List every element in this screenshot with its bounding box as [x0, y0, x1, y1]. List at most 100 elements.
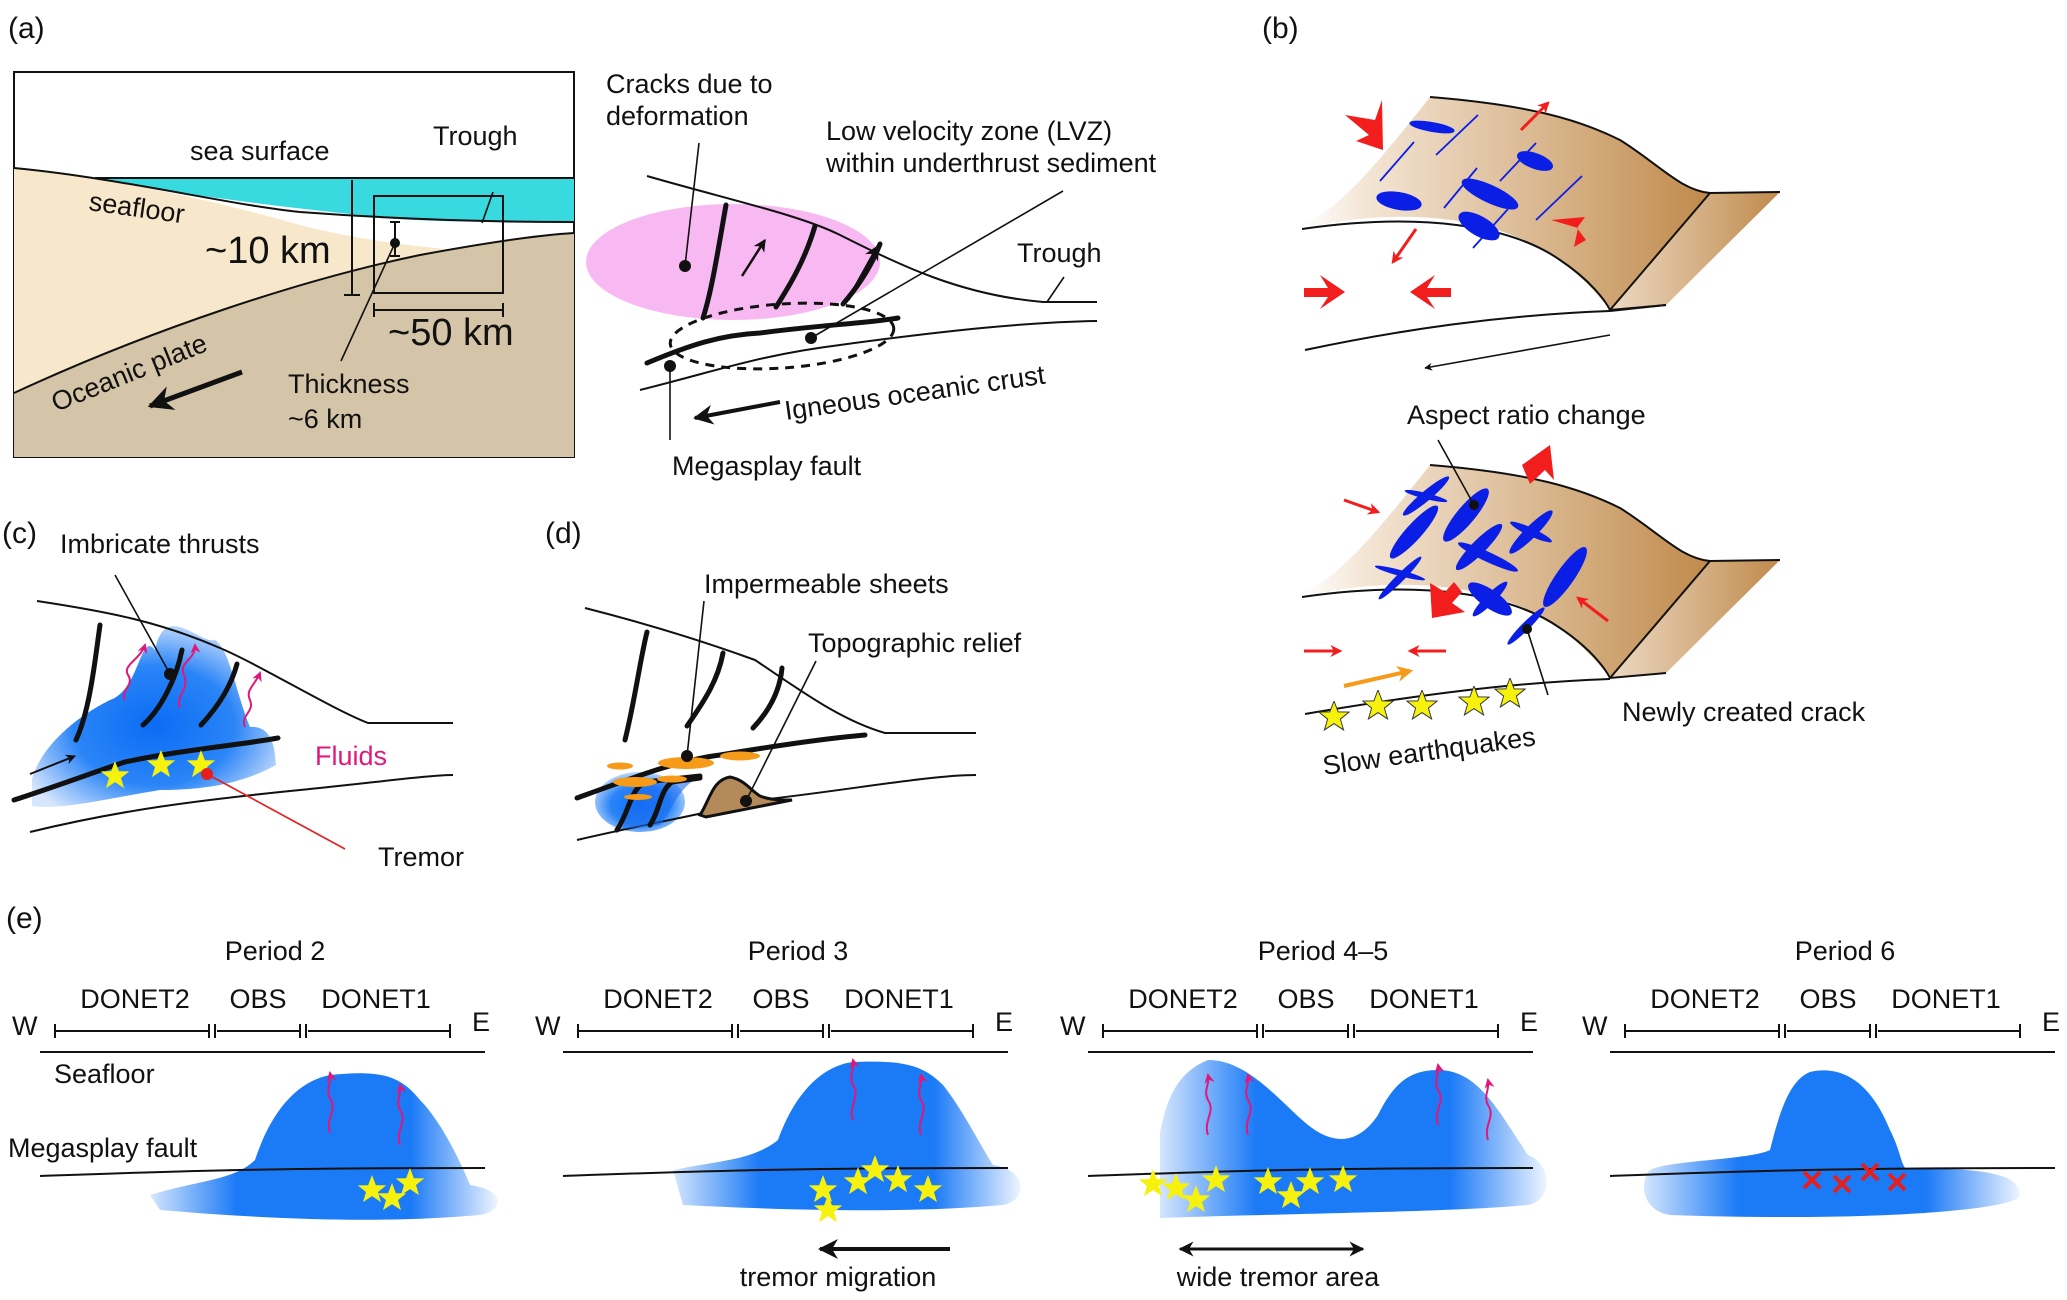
imbricate-label: Imbricate thrusts — [60, 529, 260, 559]
megasplay-fault-line — [39, 1167, 486, 1177]
east-label: E — [2042, 1007, 2060, 1037]
panel-label-c: (c) — [2, 517, 37, 550]
plate-boundary-line — [13, 232, 575, 394]
megasplay-fault — [644, 315, 901, 366]
depth-bar — [344, 180, 360, 296]
slow-earthquakes-label: Slow earthquakes — [1321, 721, 1538, 781]
station-label-obs: OBS — [752, 984, 809, 1014]
fluid-arrow — [1434, 1063, 1445, 1126]
station-label-obs: OBS — [1277, 984, 1334, 1014]
trough-leader-right — [1046, 276, 1065, 303]
trough-leader — [481, 191, 494, 224]
thickness-label: Thickness — [288, 369, 410, 399]
station-scale-bar — [1102, 1024, 1499, 1038]
trough-label: Trough — [433, 121, 518, 151]
station-scale-bar — [54, 1024, 451, 1038]
sea-surface-label: sea surface — [190, 136, 330, 166]
panel-b: (b) — [1262, 12, 1866, 781]
crust-label: Igneous oceanic crust — [783, 360, 1048, 426]
period-title: Period 3 — [748, 936, 849, 966]
period-caption: wide tremor area — [1176, 1262, 1381, 1292]
trough-label-right: Trough — [1017, 238, 1102, 268]
width-bar — [373, 303, 504, 317]
panel-a-lvz: Cracks due to deformation Low velocity z… — [586, 69, 1157, 481]
station-label-donet2: DONET2 — [603, 984, 713, 1014]
block-lower — [1301, 439, 1781, 731]
fluid-arrow — [1244, 1073, 1255, 1136]
fluid-zone — [673, 1061, 1021, 1211]
west-label: W — [535, 1011, 561, 1041]
thickness-leader — [340, 242, 396, 362]
seafloor-line — [584, 607, 976, 734]
cracks-label-2: deformation — [606, 101, 749, 131]
panel-c: (c) Imbricate thrusts Fluids Tremor — [2, 517, 464, 872]
plate-motion-arrow — [147, 369, 243, 410]
station-label-obs: OBS — [229, 984, 286, 1014]
panel-d: (d) Impermeable sheets Topographic relie… — [545, 517, 1022, 841]
thrust-1 — [73, 622, 103, 743]
crack-2 — [773, 223, 818, 310]
stress-arrows-upper — [1304, 100, 1586, 309]
crack-arrow-2 — [846, 244, 880, 301]
fluid-arrow — [326, 1071, 337, 1134]
station-scale-bar — [577, 1024, 974, 1038]
depth-label: ~10 km — [205, 230, 331, 272]
study-area-box — [373, 195, 504, 294]
station-label-donet1: DONET1 — [321, 984, 431, 1014]
tremor-cross — [1860, 1162, 1880, 1182]
crack-arrow-1 — [740, 238, 767, 277]
panel-label-d: (d) — [545, 517, 582, 550]
width-label: ~50 km — [388, 312, 514, 354]
seafloor-line — [36, 600, 453, 724]
period-caption: tremor migration — [740, 1262, 937, 1292]
thrust-motion-arrow — [29, 754, 76, 775]
period-title: Period 4–5 — [1258, 936, 1389, 966]
lvz-ellipse — [668, 301, 896, 371]
east-label: E — [995, 1007, 1013, 1037]
station-scale-bar — [1624, 1024, 2021, 1038]
station-label-donet1: DONET1 — [1891, 984, 2001, 1014]
thrust-3 — [198, 661, 240, 728]
panel-label-a: (a) — [8, 12, 45, 45]
crust-motion-arrow — [693, 400, 781, 425]
tremor-cross — [1832, 1174, 1852, 1194]
seafloor-line — [13, 167, 575, 223]
seafloor-label: Seafloor — [54, 1059, 155, 1089]
tremor-label: Tremor — [378, 842, 464, 872]
megasplay-fault-line — [562, 1167, 1009, 1177]
fluids-label: Fluids — [315, 741, 387, 771]
thrust-2 — [140, 647, 185, 728]
period-title: Period 2 — [225, 936, 326, 966]
new-crack-label: Newly created crack — [1622, 697, 1866, 727]
station-label-donet2: DONET2 — [1650, 984, 1760, 1014]
impermeable-label: Impermeable sheets — [704, 569, 949, 599]
relief-label: Topographic relief — [808, 628, 1022, 658]
lvz-label-1: Low velocity zone (LVZ) — [826, 116, 1112, 146]
panel-label-b: (b) — [1262, 12, 1299, 45]
east-label: E — [1520, 1007, 1538, 1037]
megasplay-label: Megasplay fault — [672, 451, 862, 481]
station-label-donet2: DONET2 — [1128, 984, 1238, 1014]
lvz-leader — [810, 190, 1064, 339]
fluid-arrows — [122, 643, 262, 728]
panel-label-e: (e) — [6, 902, 43, 935]
west-label: W — [12, 1011, 38, 1041]
cracks-label-1: Cracks due to — [606, 69, 773, 99]
crust-top — [639, 320, 1098, 391]
impermeable-sheets — [607, 751, 760, 800]
tremor-cross — [1887, 1172, 1907, 1192]
block-upper — [1301, 96, 1781, 371]
east-label: E — [472, 1007, 490, 1037]
fluid-arrow — [396, 1083, 407, 1146]
aspect-ratio-label: Aspect ratio change — [1407, 400, 1646, 430]
fluid-arrow — [917, 1073, 928, 1136]
crust-top — [29, 774, 454, 833]
seafloor-upper — [646, 175, 1097, 303]
panel-a: (a) sea surface Trough seafloor ~10 km ~… — [8, 12, 575, 458]
thickness-value: ~6 km — [288, 404, 362, 434]
